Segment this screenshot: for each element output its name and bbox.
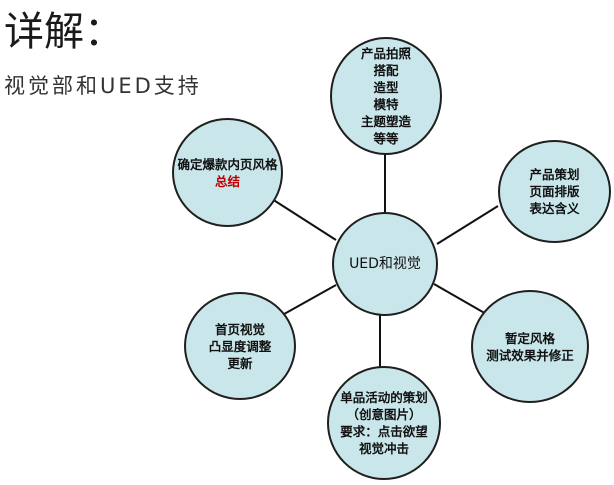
connector-lower-left xyxy=(276,284,337,319)
node-line: 模特 xyxy=(373,97,399,112)
node-line: 产品策划 xyxy=(529,167,580,182)
node-line: 暂定风格 xyxy=(504,330,555,346)
node-line: 等等 xyxy=(373,131,399,146)
node-line: 页面排版 xyxy=(529,184,580,199)
node-line-highlight: 总结 xyxy=(214,173,240,189)
page-title: 详解： xyxy=(4,9,124,55)
node-line: 搭配 xyxy=(373,63,399,78)
node-single-product-campaign: 单品活动的策划 （创意图片） 要求：点击欲望 视觉冲击 xyxy=(327,366,441,480)
node-photo-styling: 产品拍照 搭配 造型 模特 主题塑造 等等 xyxy=(330,37,442,155)
node-line: 造型 xyxy=(373,80,399,95)
center-node: UED和视觉 xyxy=(332,212,438,316)
node-line: 要求：点击欲望 xyxy=(340,424,428,439)
connector-upper-left xyxy=(271,198,337,241)
node-line: 更新 xyxy=(227,355,253,371)
node-line: 单品活动的策划 xyxy=(340,390,428,405)
page-subtitle: 视觉部和UED支持 xyxy=(4,74,202,98)
node-line: 主题塑造 xyxy=(360,114,411,129)
node-line: 产品拍照 xyxy=(360,46,411,61)
node-line: 表达含义 xyxy=(529,201,580,216)
node-bestseller-style: 确定爆款内页风格 总结 xyxy=(172,118,283,227)
node-homepage-visual: 首页视觉 凸显度调整 更新 xyxy=(184,292,296,400)
node-tentative-style: 暂定风格 测试效果并修正 xyxy=(471,290,589,403)
node-line: 首页视觉 xyxy=(214,321,265,337)
node-line: 确定爆款内页风格 xyxy=(177,156,278,172)
node-line: 视觉冲击 xyxy=(358,441,409,456)
node-line: （创意图片） xyxy=(346,407,422,422)
connector-upper-right xyxy=(436,205,499,245)
connector-lower-right xyxy=(433,283,489,316)
node-product-planning: 产品策划 页面排版 表达含义 xyxy=(498,140,611,243)
node-line: 测试效果并修正 xyxy=(486,347,574,363)
center-node-line: UED和视觉 xyxy=(349,255,421,272)
node-line: 凸显度调整 xyxy=(208,338,272,354)
